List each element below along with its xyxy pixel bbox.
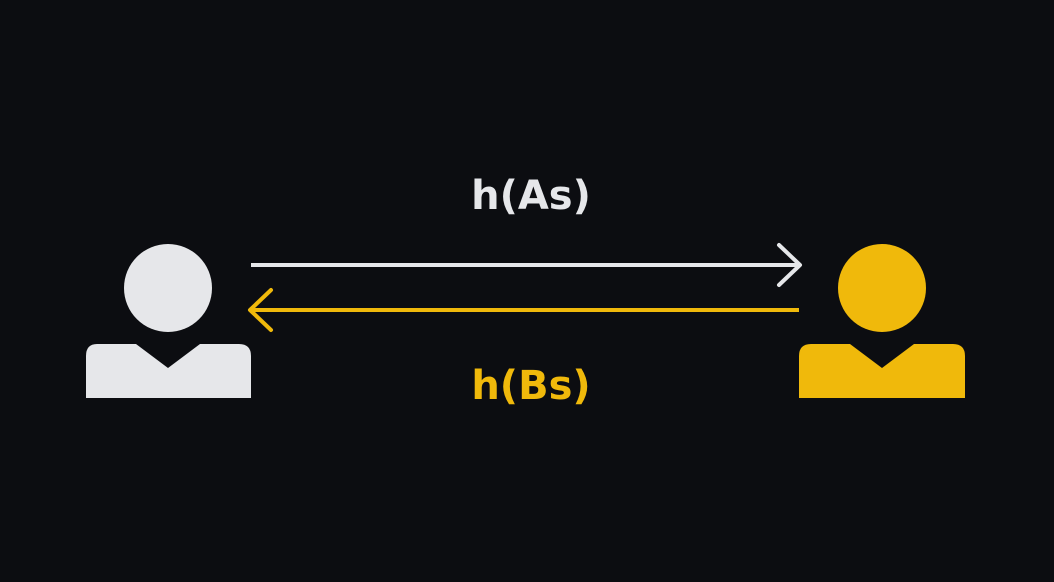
user-b-icon (799, 244, 965, 398)
arrow-left-icon (248, 288, 799, 332)
backward-hash-label: h(Bs) (471, 363, 591, 409)
user-a-body (86, 344, 251, 398)
arrow-backward-head (248, 288, 273, 332)
user-b-body (799, 344, 965, 398)
arrow-forward-head (777, 243, 802, 287)
forward-hash-label: h(As) (471, 173, 591, 219)
arrow-right-icon (251, 243, 802, 287)
user-a-icon (86, 244, 251, 398)
user-a-head (124, 244, 212, 332)
user-b-head (838, 244, 926, 332)
